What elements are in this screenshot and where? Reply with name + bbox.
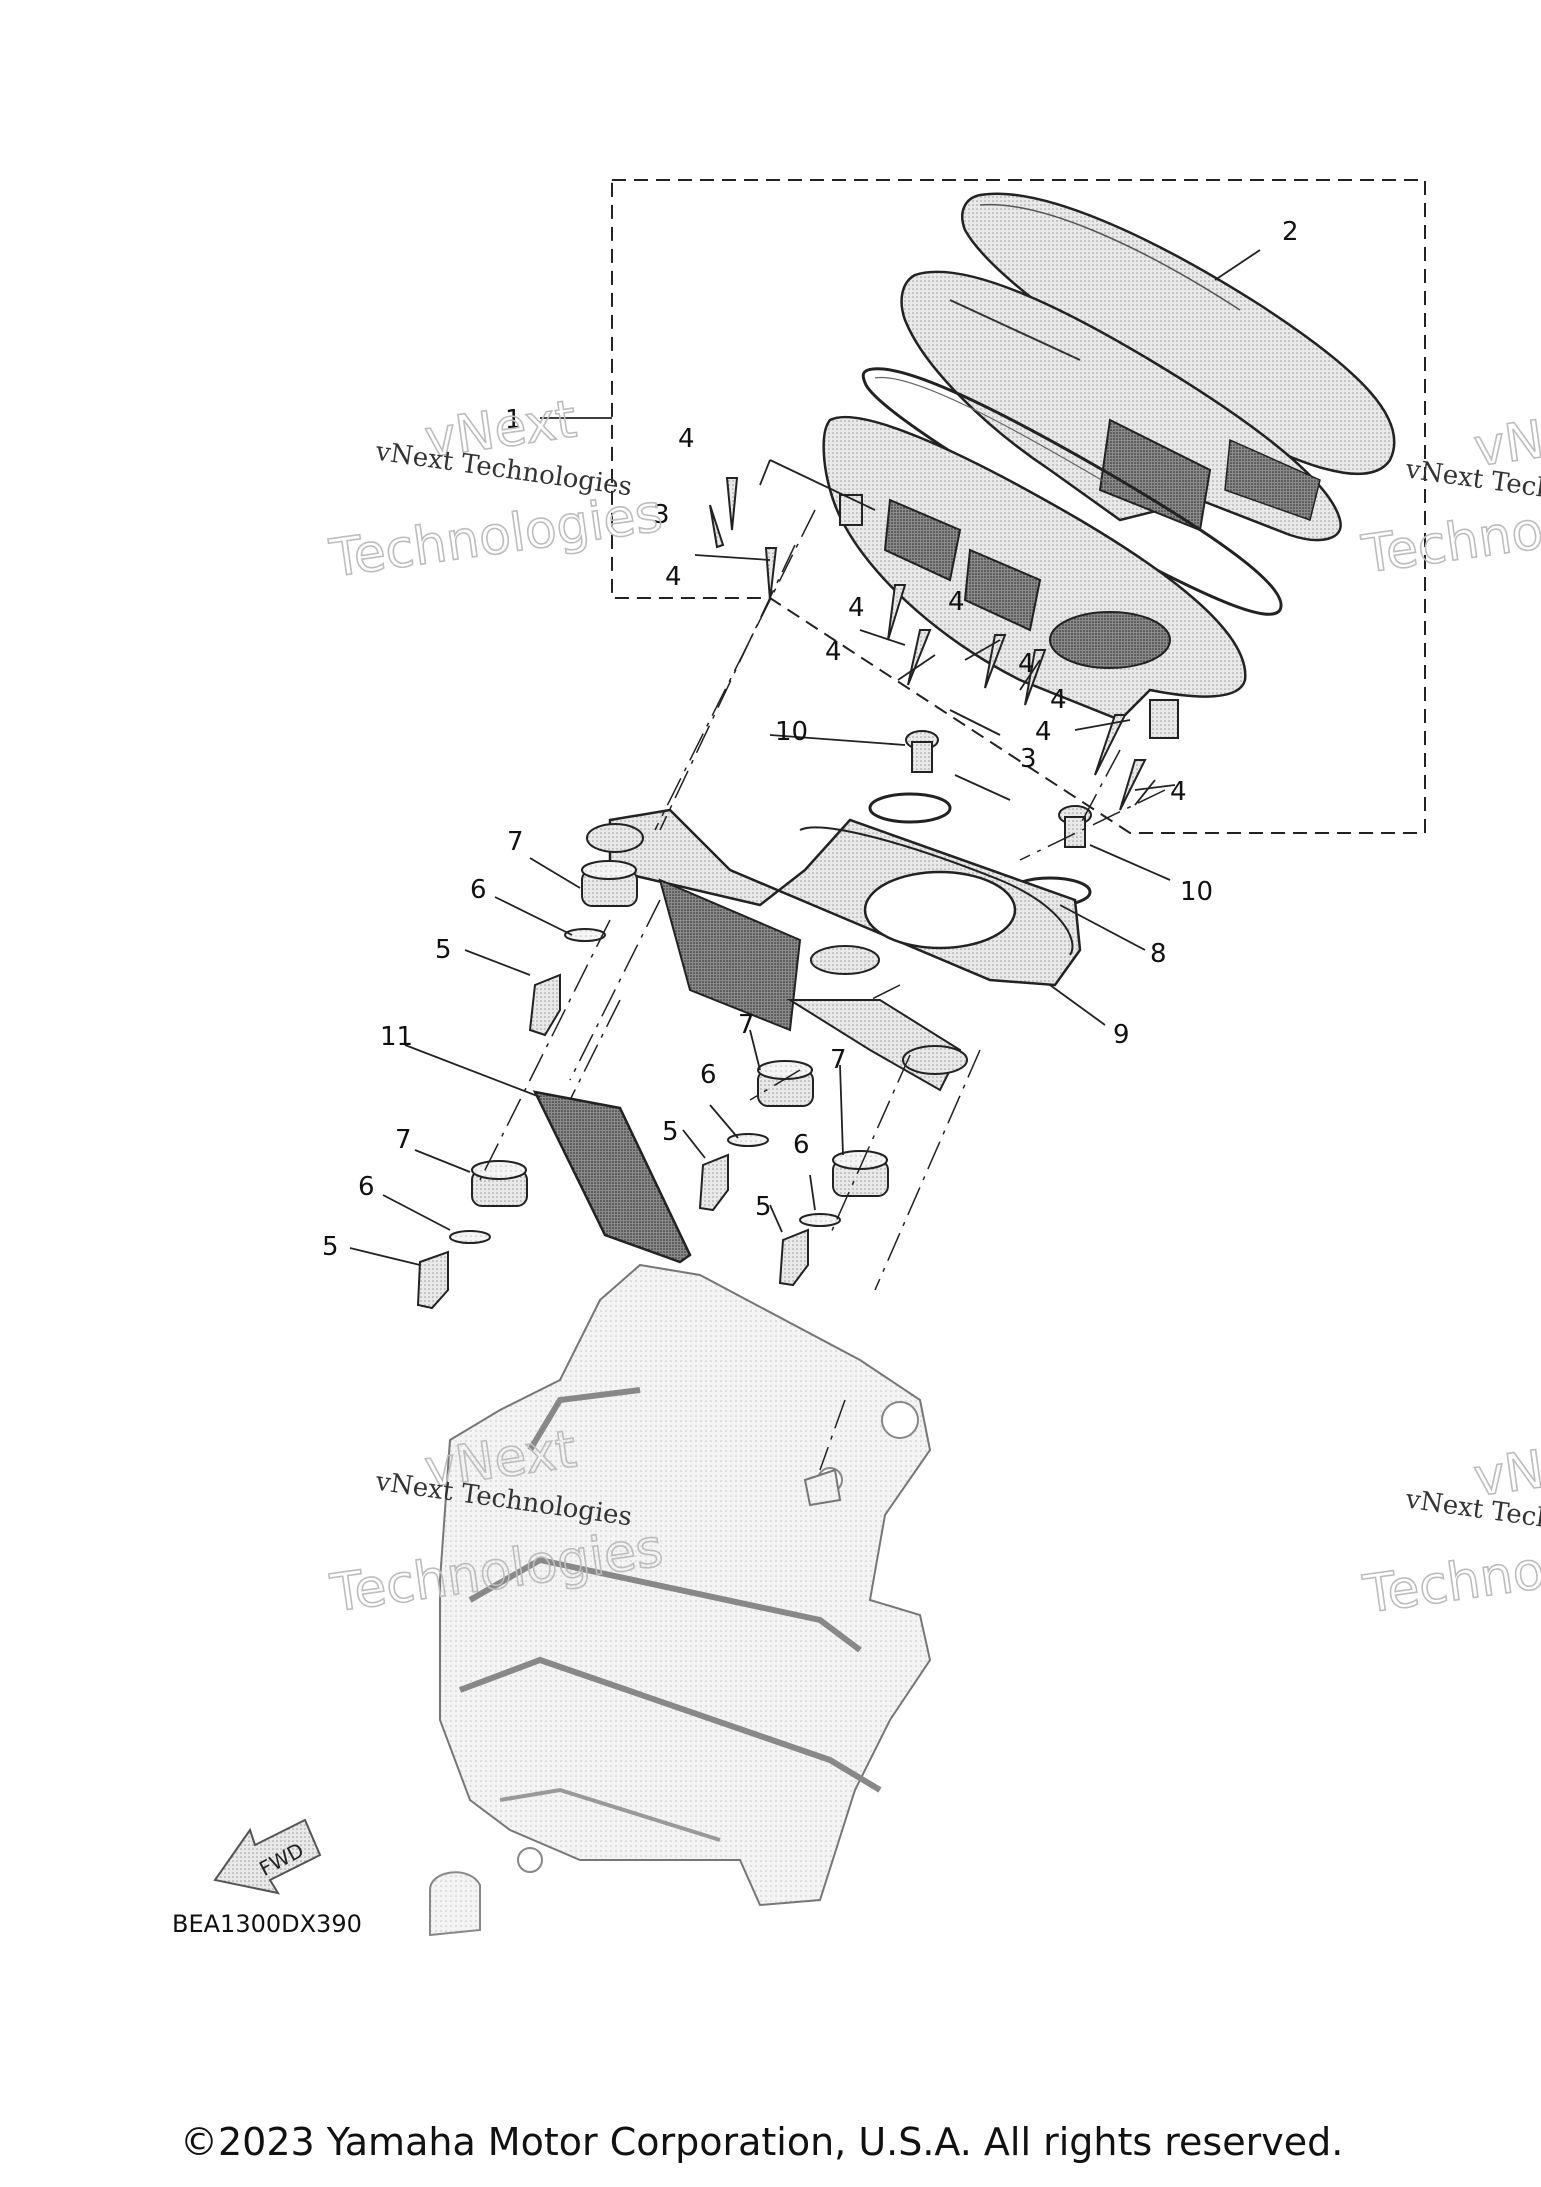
meter-unit-body (900, 270, 1342, 542)
copyright-notice: ©2023 Yamaha Motor Corporation, U.S.A. A… (180, 2120, 1344, 2164)
leader-lines (349, 249, 1261, 1266)
callout-5-c: 5 (755, 1192, 772, 1222)
callout-7-b: 7 (738, 1010, 755, 1040)
callout-10-a: 10 (775, 717, 808, 747)
callout-7-d: 7 (395, 1125, 412, 1155)
callout-7-c: 7 (830, 1045, 847, 1075)
meter-cover-part (961, 192, 1396, 476)
callout-2: 2 (1282, 217, 1299, 247)
damper-grommet-part (471, 860, 889, 1207)
callout-6-b: 6 (700, 1060, 717, 1090)
callout-4-g: 4 (1035, 717, 1052, 747)
projection-lines (479, 509, 1166, 1471)
callout-6-c: 6 (793, 1130, 810, 1160)
callout-4-a: 4 (678, 424, 695, 454)
callout-3-lower: 3 (1020, 744, 1037, 774)
callout-7-a: 7 (507, 827, 524, 857)
callout-5-b: 5 (662, 1117, 679, 1147)
callout-6-d: 6 (358, 1172, 375, 1202)
callout-3-upper: 3 (653, 500, 670, 530)
screw-part (416, 973, 809, 1310)
pad-part (532, 1090, 692, 1264)
callout-4-b: 4 (665, 562, 682, 592)
assembly-boundary (611, 179, 1426, 834)
callout-4-c: 4 (848, 593, 865, 623)
callout-5-d: 5 (322, 1232, 339, 1262)
callout-5-a: 5 (435, 935, 452, 965)
callout-1: 1 (505, 405, 522, 435)
screw-bolts-part (709, 477, 1147, 811)
callout-11: 11 (380, 1022, 413, 1052)
callout-6-a: 6 (470, 875, 487, 905)
callout-10-b: 10 (1180, 877, 1213, 907)
gasket-part (861, 367, 1283, 616)
meter-housing-part (822, 415, 1247, 739)
callout-4-i: 4 (1170, 777, 1187, 807)
callout-4-h: 4 (1050, 685, 1067, 715)
diagram-code: BEA1300DX390 (172, 1910, 362, 1938)
meter-bracket-part (586, 808, 1082, 1092)
callout-8: 8 (1150, 939, 1167, 969)
forward-arrow-icon: FWD (213, 1818, 322, 1895)
callout-4-f: 4 (1018, 649, 1035, 679)
meter-stay-frame (429, 1263, 932, 1937)
callout-9: 9 (1113, 1020, 1130, 1050)
watermark-line2-br: Technologies (1360, 1519, 1541, 1625)
callout-4-e: 4 (948, 587, 965, 617)
callout-4-d: 4 (825, 637, 842, 667)
